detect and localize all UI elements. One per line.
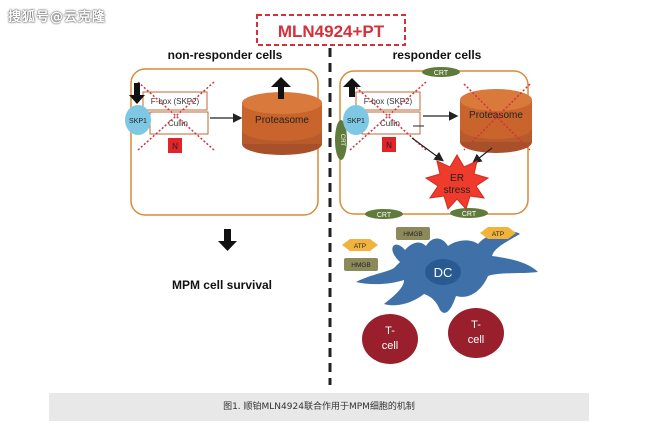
- right-n-label: N: [386, 141, 392, 150]
- right-skp1: [343, 105, 369, 135]
- t-cell-2: [448, 308, 504, 358]
- er-stress-label-2: stress: [444, 185, 471, 196]
- right-up-arrow: [343, 78, 361, 97]
- proteasome-to-er-arrow: [472, 147, 493, 164]
- t-cell-1-label-1: T-: [385, 325, 395, 337]
- dc-label: DC: [434, 265, 453, 280]
- right-cross-line-2: [349, 81, 427, 151]
- right-crt-bottom-2: [450, 208, 488, 218]
- left-down-arrow: [129, 83, 145, 104]
- left-outcome-arrow: [218, 229, 237, 251]
- left-fbox-label: F-box (SKP2): [151, 97, 200, 106]
- atp-tag-1: [342, 239, 378, 251]
- t-cell-2-label-2: cell: [468, 334, 485, 346]
- title-label: MLN4924+PT: [278, 22, 385, 41]
- right-proteasome-cross-2: [463, 83, 531, 151]
- er-stress-burst: [424, 154, 490, 210]
- left-fbox: [142, 91, 208, 111]
- title-box: MLN4924+PT: [256, 14, 406, 46]
- right-fbox: [355, 91, 421, 111]
- dc-nucleus: [425, 259, 461, 285]
- right-n-box: [382, 137, 396, 152]
- hmgb-tag-1: [396, 227, 430, 240]
- caption-bar: 图1. 顺铂MLN4924联合作用于MPM细胞的机制: [49, 393, 589, 421]
- right-skp1-label: SKP1: [347, 118, 365, 125]
- hmgb-tag-1-label: HMGB: [403, 231, 423, 238]
- right-cullin-label: Cullin: [380, 119, 400, 128]
- right-heading: responder cells: [393, 48, 482, 62]
- right-crt-left-label: CRT: [339, 134, 345, 147]
- left-skp1-label: SKP1: [129, 118, 147, 125]
- left-outcome-label: MPM cell survival: [172, 278, 272, 292]
- figure-caption: 图1. 顺铂MLN4924联合作用于MPM细胞的机制: [223, 402, 415, 412]
- right-proteasome: [460, 89, 532, 153]
- right-crt-top: [422, 67, 460, 77]
- hmgb-tag-2-label: HMGB: [351, 262, 371, 269]
- complex-to-er-arrow: [411, 137, 444, 162]
- right-fbox-label: F-box (SKP2): [364, 97, 413, 106]
- left-proteasome: [242, 92, 322, 155]
- t-cell-1-label-2: cell: [382, 340, 399, 352]
- right-crt-bottom-1-label: CRT: [377, 212, 392, 219]
- atp-tag-1-label: ATP: [354, 243, 366, 250]
- t-cell-1: [362, 314, 418, 364]
- left-cross-line-1: [137, 81, 215, 151]
- left-cullin-label: Cullin: [168, 119, 188, 128]
- atp-tag-2-label: ATP: [492, 231, 504, 238]
- watermark: 搜狐号@云克隆: [8, 10, 107, 25]
- t-cell-2-label-1: T-: [471, 319, 481, 331]
- left-skp1: [125, 105, 151, 135]
- left-proteasome-label: Proteasome: [255, 115, 309, 126]
- right-crt-top-label: CRT: [434, 70, 449, 77]
- right-proteasome-cross-1: [463, 83, 531, 151]
- right-crt-bottom-2-label: CRT: [462, 211, 477, 218]
- left-heading: non-responder cells: [168, 48, 283, 62]
- er-stress-label-1: ER: [450, 173, 464, 184]
- atp-tag-2: [480, 227, 516, 239]
- left-up-arrow: [271, 77, 291, 99]
- hmgb-tag-2: [344, 258, 378, 271]
- right-crt-left: [335, 120, 347, 160]
- left-n-label: N: [172, 142, 178, 151]
- left-cross-line-2: [137, 81, 215, 151]
- left-n-box: [168, 138, 182, 153]
- right-crt-bottom-1: [365, 209, 403, 219]
